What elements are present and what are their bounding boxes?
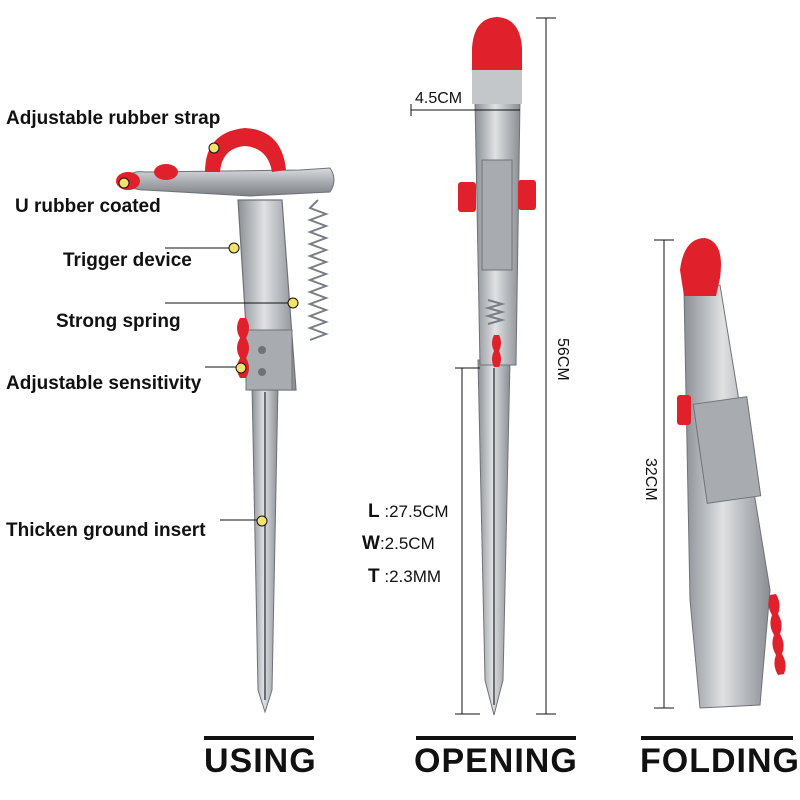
spec-length: L :27.5CM	[368, 501, 449, 522]
folding-red-cap	[680, 238, 721, 296]
dim-length-open: 56CM	[554, 338, 571, 381]
marker-spring	[287, 297, 299, 309]
callout-trigger: Trigger device	[63, 250, 192, 271]
heading-bar-using	[204, 736, 314, 740]
spec-width: W:2.5CM	[362, 533, 435, 554]
callout-sensitivity: Adjustable sensitivity	[6, 373, 202, 394]
marker-u-rubber	[118, 177, 130, 189]
marker-strap	[208, 142, 220, 154]
callout-ground-insert: Thicken ground insert	[6, 520, 206, 541]
callout-u-rubber: U rubber coated	[15, 196, 161, 217]
heading-opening: OPENING	[414, 742, 578, 780]
heading-folding: FOLDING	[640, 742, 800, 780]
heading-bar-opening	[416, 736, 576, 740]
marker-sensitivity	[235, 362, 247, 374]
rubber-strap	[205, 128, 286, 172]
heading-bar-folding	[641, 736, 793, 740]
dim-length-folded: 32CM	[642, 458, 659, 501]
dim-width-top: 4.5CM	[415, 90, 463, 107]
callout-rubber-strap: Adjustable rubber strap	[6, 108, 221, 129]
spring	[307, 199, 329, 341]
callout-spring: Strong spring	[56, 311, 181, 332]
opening-red-cap	[472, 17, 522, 72]
heading-using: USING	[204, 742, 317, 780]
marker-ground-insert	[256, 515, 268, 527]
marker-trigger	[228, 242, 240, 254]
spec-thickness: T :2.3MM	[368, 566, 442, 587]
